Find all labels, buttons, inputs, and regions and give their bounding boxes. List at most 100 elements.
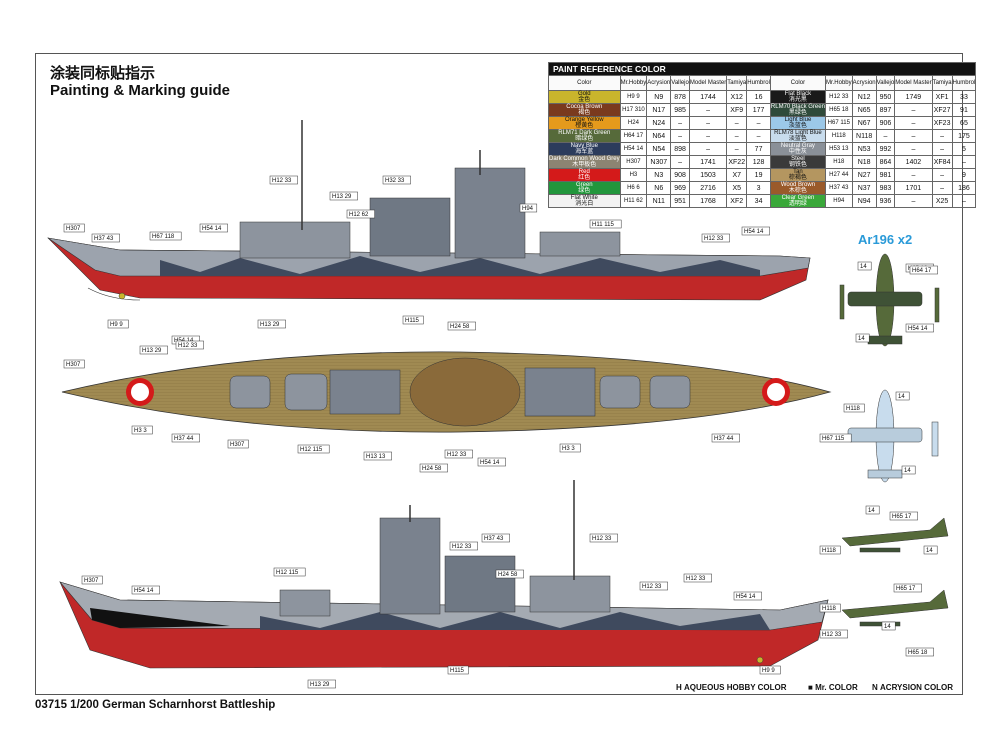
callout-side-top: H307	[63, 223, 85, 233]
funnel-bottom	[444, 555, 516, 613]
callout-plan: H307	[227, 439, 249, 449]
color-name: Gold	[577, 91, 591, 97]
callout-plan: H54 14	[477, 457, 506, 467]
mrhobby-code: H11 62	[619, 194, 648, 208]
svg-text:H67 115: H67 115	[822, 436, 845, 442]
color-name-zh: 暗绿色	[575, 136, 594, 142]
camo-pattern-top	[160, 256, 760, 276]
color-name-zh: 淡蓝色	[788, 123, 807, 129]
callout-aircraft: 14	[901, 465, 916, 475]
svg-text:H118: H118	[846, 406, 861, 412]
callout-side-top: H32 33	[382, 175, 411, 185]
callout-aircraft: H118	[843, 403, 865, 413]
model-master-code: 1768	[688, 194, 728, 208]
color-name: Steel	[791, 156, 805, 162]
callout-side-bottom: H12 33	[819, 629, 848, 639]
svg-text:H13 29: H13 29	[332, 194, 352, 200]
legend-mr-color: ■ Mr. COLOR	[808, 683, 858, 692]
color-name: Wood Brown	[780, 182, 816, 188]
svg-text:H118: H118	[822, 606, 837, 612]
color-name-zh: 金色	[578, 97, 591, 103]
callout-aircraft: 14	[865, 505, 880, 515]
header-model-master: Model Master	[688, 75, 728, 91]
svg-text:H37 44: H37 44	[714, 436, 734, 442]
svg-text:H54 14: H54 14	[202, 226, 222, 232]
legend-text-aqueous: AQUEOUS HOBBY COLOR	[684, 683, 787, 692]
aircraft-label: Ar196 x2	[858, 232, 913, 247]
callout-side-bottom: H307	[81, 575, 103, 585]
callout-side-bottom: H54 14	[131, 585, 160, 595]
color-name: Orange Yellow	[564, 117, 604, 123]
paint-table-title: PAINT REFERENCE COLOR	[547, 62, 977, 76]
callout-plan: H12 33	[175, 340, 204, 350]
callout-plan: H3 3	[131, 425, 153, 435]
callout-aircraft: H64 17	[909, 265, 938, 275]
camo-pattern-bottom	[260, 612, 770, 630]
callout-aircraft: H54 14	[905, 323, 934, 333]
svg-text:H115: H115	[450, 668, 465, 674]
callout-aircraft: 14	[881, 621, 896, 631]
svg-text:H24 58: H24 58	[450, 324, 470, 330]
svg-text:H12 33: H12 33	[704, 236, 724, 242]
color-name: Cocoa Brown	[566, 104, 603, 110]
callout-side-top: H13 29	[257, 319, 286, 329]
svg-text:H307: H307	[230, 442, 245, 448]
acrysion-code: N11	[646, 194, 672, 208]
superstructure-aft-top	[239, 221, 351, 259]
header-color: Color	[548, 75, 621, 91]
ship-side-profile-top	[47, 120, 811, 301]
color-name-zh: 海军蓝	[575, 149, 594, 155]
svg-text:H3 3: H3 3	[562, 446, 575, 452]
color-name: Dark Common Wood Grey	[549, 156, 620, 162]
svg-text:H37 43: H37 43	[484, 536, 504, 542]
color-name-zh: 绿色	[578, 188, 591, 194]
color-name-zh: 木棕色	[788, 188, 807, 194]
svg-text:14: 14	[868, 508, 875, 514]
callout-aircraft: H65 17	[889, 511, 918, 521]
svg-text:H24 58: H24 58	[422, 466, 442, 472]
tamiya-code: X7	[726, 168, 748, 182]
legend-mark-n: N	[872, 683, 878, 692]
callout-plan: H37 44	[171, 433, 200, 443]
ar196-bottom-view	[847, 389, 939, 483]
color-name: Clear Green	[781, 195, 815, 201]
svg-text:14: 14	[904, 468, 911, 474]
callout-side-bottom: H37 43	[481, 533, 510, 543]
svg-text:H13 13: H13 13	[366, 454, 386, 460]
callout-side-bottom: H54 14	[733, 591, 762, 601]
callout-side-top: H24 58	[447, 321, 476, 331]
svg-text:H118: H118	[822, 548, 837, 554]
legend-text-mr-color: Mr. COLOR	[815, 683, 858, 692]
callout-plan: H13 13	[363, 451, 392, 461]
tamiya-code: XF2	[726, 194, 748, 208]
svg-text:H65 18: H65 18	[908, 650, 928, 656]
callout-side-top: H13 29	[329, 191, 358, 201]
svg-text:H9 9: H9 9	[762, 668, 775, 674]
ar196-top-view	[839, 253, 940, 347]
color-name: RLM78 Light Blue	[774, 130, 822, 136]
ar196-side-view-1	[841, 517, 949, 553]
svg-text:14: 14	[926, 548, 933, 554]
svg-text:H13 29: H13 29	[142, 348, 162, 354]
svg-text:H37 43: H37 43	[94, 236, 114, 242]
svg-text:14: 14	[884, 624, 891, 630]
callout-aircraft: H67 115	[819, 433, 852, 443]
callout-plan: H12 33	[444, 449, 473, 459]
svg-text:14: 14	[898, 394, 905, 400]
header-acrysion-2: Acrysion	[851, 75, 877, 91]
color-name-zh: 淡蓝色	[788, 136, 807, 142]
page-title: Painting & Marking guide	[50, 82, 231, 99]
svg-text:H65 17: H65 17	[892, 514, 912, 520]
aircraft-drawings	[839, 253, 949, 627]
callout-side-top: H67 118	[149, 231, 182, 241]
turret-plan-4	[649, 375, 691, 409]
